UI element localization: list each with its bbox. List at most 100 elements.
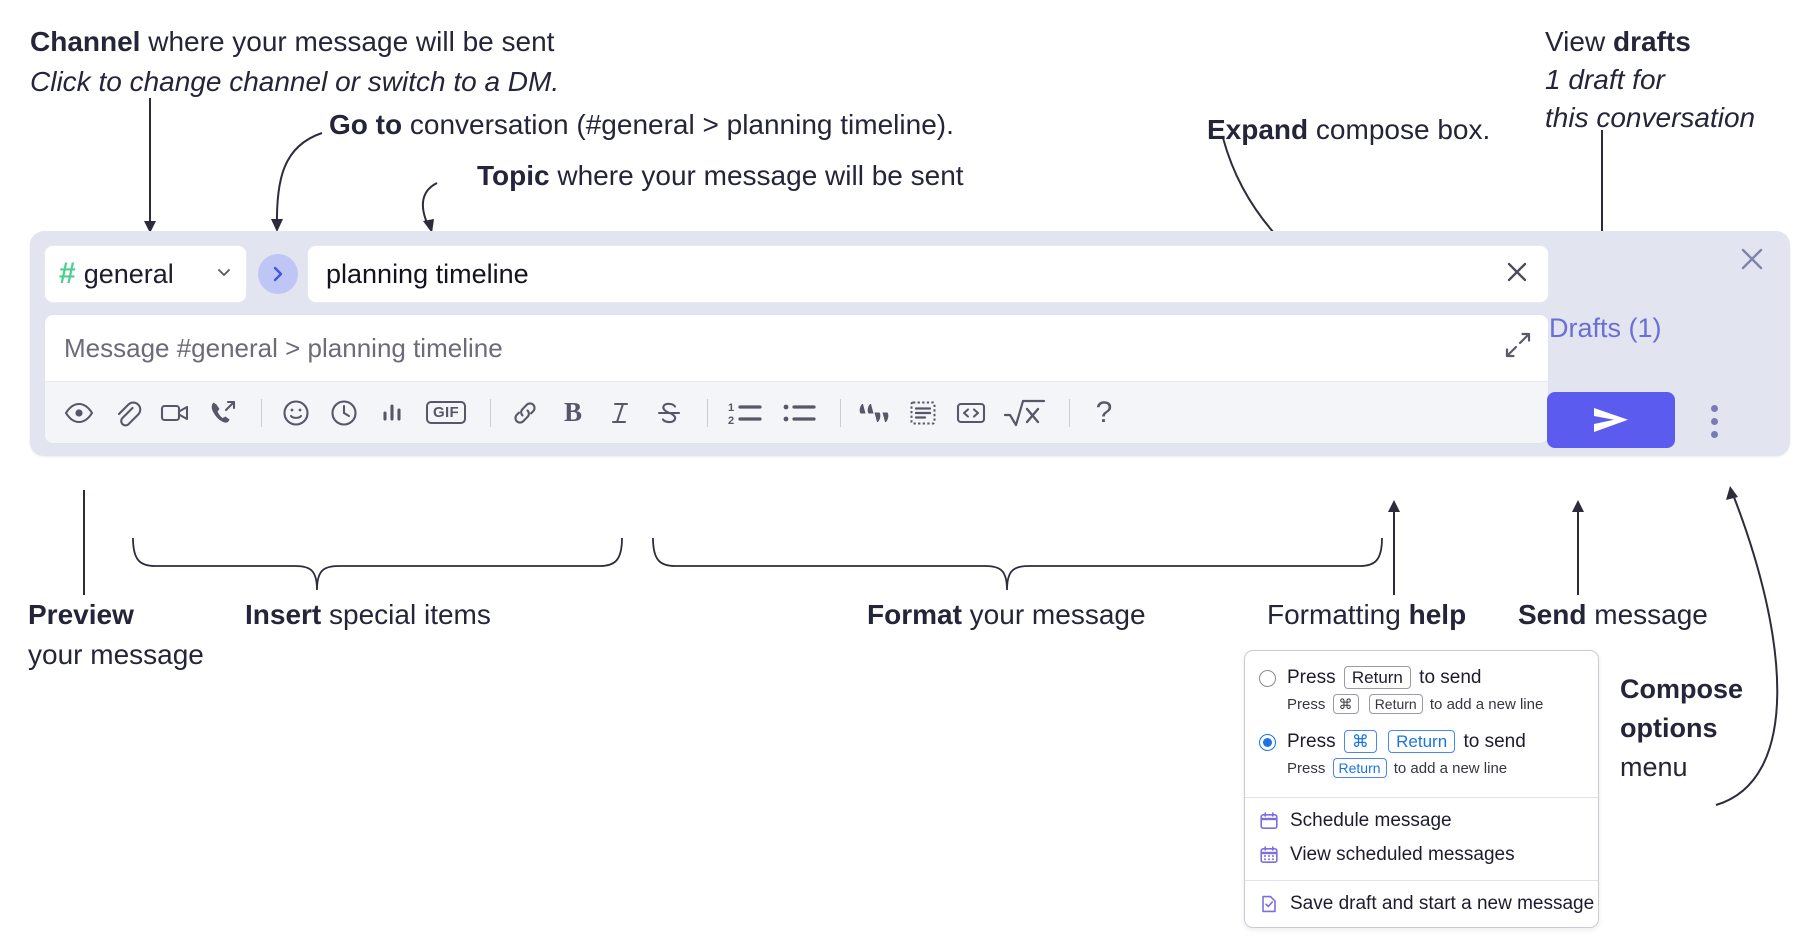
separator: [707, 398, 708, 427]
send-option-return[interactable]: Press Return to send: [1245, 661, 1598, 691]
annotation-expand-rest: compose box.: [1308, 114, 1491, 145]
send-button[interactable]: [1547, 392, 1675, 448]
menu-item-label: View scheduled messages: [1290, 844, 1515, 865]
menu-item-schedule-message[interactable]: Schedule message: [1245, 804, 1598, 838]
topic-value: planning timeline: [326, 258, 529, 289]
opt2-key-cmd: ⌘: [1343, 730, 1377, 753]
separator: [261, 398, 262, 427]
separator: [490, 398, 491, 427]
help-icon[interactable]: ?: [1095, 395, 1113, 429]
code-block-icon[interactable]: [901, 391, 945, 435]
emoji-icon[interactable]: [274, 391, 318, 435]
annotation-format-bold: Format: [867, 599, 962, 630]
leader-topic: [422, 182, 438, 230]
annotation-format-rest: your message: [961, 599, 1146, 630]
blockquote-icon[interactable]: [853, 391, 897, 435]
message-input-box[interactable]: Message #general > planning timeline: [44, 314, 1549, 444]
channel-name-label: general: [83, 258, 174, 289]
annotation-channel-rest: where your message will be sent: [140, 26, 555, 57]
clock-icon[interactable]: [322, 391, 366, 435]
strikethrough-icon[interactable]: [647, 391, 691, 435]
menu-item-save-draft[interactable]: Save draft and start a new message: [1245, 887, 1598, 921]
compose-main-column: # general planning timeline: [44, 244, 1549, 444]
attachment-icon[interactable]: [105, 391, 149, 435]
code-icon[interactable]: [949, 391, 993, 435]
opt2-post: to send: [1463, 731, 1526, 752]
annotation-expand: Expand compose box.: [1207, 112, 1490, 148]
menu-item-view-scheduled-messages[interactable]: View scheduled messages: [1245, 838, 1598, 872]
go-to-conversation-button[interactable]: [258, 254, 298, 294]
formatting-toolbar: GIF B: [45, 381, 1548, 443]
annotation-expand-bold: Expand: [1207, 114, 1309, 145]
annotation-preview: Preview your message: [28, 597, 204, 673]
annotation-insert-rest: special items: [321, 599, 491, 630]
annotation-send-rest: message: [1586, 599, 1708, 630]
annotation-topic-bold: Topic: [477, 160, 550, 191]
opt1-key-return: Return: [1343, 666, 1411, 689]
video-icon[interactable]: [153, 391, 197, 435]
separator: [840, 398, 841, 427]
radio-cmd-return[interactable]: [1259, 734, 1276, 751]
send-option-return-sub: Press ⌘ Return to add a new line: [1245, 691, 1598, 725]
svg-text:1: 1: [728, 402, 734, 414]
compose-options-menu-button[interactable]: [1696, 401, 1732, 441]
send-option-cmd-return-sub: Press Return to add a new line: [1245, 755, 1598, 789]
gif-icon[interactable]: GIF: [418, 391, 474, 435]
divider: [1245, 797, 1598, 798]
menu-item-label: Schedule message: [1290, 810, 1452, 831]
annotation-channel-italic: Click to change channel or switch to a D…: [30, 65, 560, 97]
radio-return[interactable]: [1259, 670, 1276, 687]
annotation-channel: Channel where your message will be sent …: [30, 24, 559, 100]
annotation-compose-options: Compose options menu: [1620, 670, 1743, 787]
audio-call-icon[interactable]: [201, 391, 245, 435]
annotation-drafts-italic2: this conversation: [1545, 101, 1756, 133]
bulleted-list-icon[interactable]: [774, 391, 824, 435]
chevron-right-icon: [273, 266, 283, 282]
opt1-post: to send: [1419, 667, 1482, 688]
link-icon[interactable]: [503, 391, 547, 435]
topic-field[interactable]: planning timeline: [307, 245, 1549, 303]
annotation-preview-rest: your message: [28, 638, 204, 670]
annotation-goto-rest: conversation (#general > planning timeli…: [402, 109, 954, 140]
close-icon[interactable]: [1736, 243, 1768, 280]
brace-format: [652, 537, 1383, 591]
opt1-sub-key-return: Return: [1368, 694, 1423, 714]
annotation-insert-bold: Insert: [245, 599, 322, 630]
opt2-sub-post: to add a new line: [1393, 760, 1508, 777]
annotation-compose-options-rest: menu: [1620, 752, 1688, 783]
compose-right-rail: Drafts (1): [1535, 231, 1790, 456]
drafts-link[interactable]: Drafts (1): [1549, 313, 1662, 343]
annotation-format: Format your message: [867, 597, 1146, 633]
ordered-list-icon[interactable]: 1 2: [720, 391, 770, 435]
menu-item-label: Save draft and start a new message: [1290, 893, 1595, 914]
preview-icon[interactable]: [57, 391, 101, 435]
opt2-key-return: Return: [1388, 730, 1456, 753]
italic-icon[interactable]: [599, 391, 643, 435]
compose-widget: # general planning timeline: [30, 231, 1790, 456]
opt2-sub-pre: Press: [1287, 760, 1326, 777]
annotation-send: Send message: [1518, 597, 1708, 633]
annotation-compose-options-bold1: Compose: [1620, 674, 1744, 704]
annotation-help-plain: Formatting: [1267, 599, 1409, 630]
calendar-grid-icon: [1259, 845, 1279, 865]
annotation-insert: Insert special items: [245, 597, 491, 633]
channel-selector[interactable]: # general: [44, 245, 247, 303]
opt2-sub-key-return: Return: [1332, 758, 1387, 778]
poll-icon[interactable]: [370, 391, 414, 435]
annotation-drafts-bold: drafts: [1612, 26, 1691, 57]
expand-compose-box-icon[interactable]: [1504, 331, 1532, 364]
brace-insert: [132, 537, 623, 591]
annotation-channel-bold: Channel: [30, 26, 141, 57]
bold-icon[interactable]: B: [563, 397, 582, 427]
compose-options-menu: Press Return to send Press ⌘ Return to a…: [1244, 650, 1599, 928]
svg-text:2: 2: [728, 415, 734, 427]
message-placeholder: Message #general > planning timeline: [64, 333, 503, 363]
chevron-down-icon: [216, 264, 232, 285]
math-icon[interactable]: [997, 391, 1053, 435]
send-option-cmd-return[interactable]: Press ⌘ Return to send: [1245, 725, 1598, 755]
save-draft-icon: [1259, 894, 1279, 914]
annotation-help-bold: help: [1408, 599, 1467, 630]
annotation-drafts-italic1: 1 draft for: [1545, 63, 1665, 95]
clear-topic-icon[interactable]: [1500, 255, 1534, 294]
leader-goto: [275, 132, 323, 229]
